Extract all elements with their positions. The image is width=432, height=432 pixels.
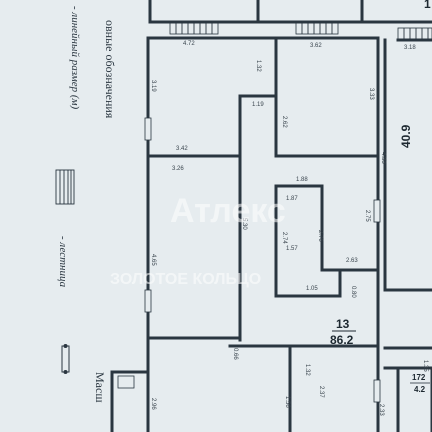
- dimension-label: 5.30: [241, 218, 247, 230]
- dimension-label: 3.19: [150, 80, 156, 92]
- dimension-label: 2.75: [364, 210, 370, 222]
- legend-stair-note: - лестница: [57, 236, 69, 288]
- dimension-label: 1.87: [286, 196, 298, 202]
- legend-scale-label: Масш: [93, 372, 107, 403]
- dimension-label: 2.74: [281, 232, 287, 244]
- legend-title: овные обозначения: [103, 20, 117, 119]
- dimension-label: 2.96: [150, 398, 156, 410]
- dimension-label: 2.76: [317, 230, 323, 242]
- legend-panel: овные обозначения - линейный размер (м) …: [55, 6, 117, 403]
- room-number: 1: [424, 0, 431, 11]
- stair-symbol-icon: [55, 169, 75, 205]
- watermark-logo-text: Атлекс: [170, 192, 286, 230]
- room-area: 40.9: [399, 124, 413, 148]
- dimension-label: 3.33: [368, 88, 374, 100]
- dimension-label: 0.66: [232, 348, 238, 360]
- stair-hatch-top: [169, 21, 432, 41]
- room-area: 4.2: [414, 385, 426, 394]
- dimension-label: 1.56: [284, 396, 290, 408]
- dimension-label: 1.35: [422, 360, 428, 372]
- dimension-label: 4.33: [380, 152, 386, 164]
- dimension-label: 3.62: [310, 43, 322, 49]
- room-area: 86.2: [330, 333, 354, 347]
- dimension-label: 2.33: [378, 404, 384, 416]
- legend-dimension-note: - линейный размер (м): [69, 6, 81, 110]
- dimension-label: 2.62: [281, 116, 287, 128]
- dimension-label: 4.72: [183, 41, 195, 47]
- room-number: 13: [336, 317, 350, 331]
- top-walls: [148, 0, 432, 24]
- dimension-labels: 4.72 3.62 3.18 3.19 1.32 1.19 3.33 2.62 …: [150, 41, 428, 416]
- windows: [117, 117, 381, 403]
- dimension-label: 1.32: [304, 364, 310, 376]
- dimension-label: 2.37: [318, 386, 324, 398]
- dimension-label: 2.63: [346, 258, 358, 264]
- watermark: Атлекс ЗОЛОТОЕ КОЛЬЦО: [110, 192, 286, 288]
- room-number: 172: [412, 373, 426, 382]
- dimension-label: 3.42: [176, 146, 188, 152]
- scale-bar-icon: [61, 344, 70, 374]
- watermark-subtitle: ЗОЛОТОЕ КОЛЬЦО: [110, 271, 261, 288]
- dimension-label: 3.18: [404, 45, 416, 51]
- dimension-label: 1.57: [286, 246, 298, 252]
- dimension-label: 1.19: [252, 102, 264, 108]
- dimension-label: 1.05: [306, 286, 318, 292]
- dimension-label: 1.88: [296, 177, 308, 183]
- dimension-label: 0.80: [350, 286, 356, 298]
- dimension-label: 3.26: [172, 166, 184, 172]
- dimension-label: 1.32: [255, 60, 261, 72]
- main-walls: [110, 36, 432, 432]
- room-labels: 13 86.2 40.9 172 4.2 1: [330, 0, 431, 394]
- dimension-label: 4.65: [150, 254, 156, 266]
